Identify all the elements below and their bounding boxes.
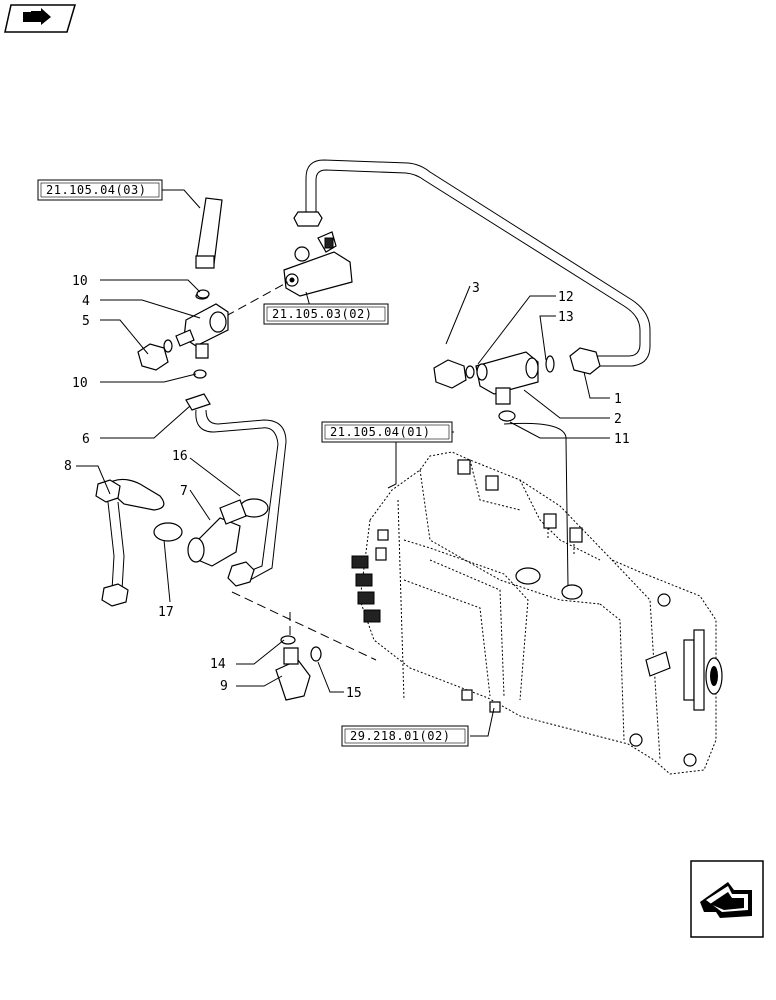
ref-box-a[interactable]: 21.105.04(03)	[37, 179, 163, 201]
ref-label-b: 21.105.03(02)	[272, 307, 372, 321]
callout-15: 15	[346, 686, 362, 701]
tee-fitting-2	[475, 351, 539, 405]
ref-label-a: 21.105.04(03)	[46, 183, 146, 197]
pipe-1	[293, 159, 651, 367]
cap-3	[433, 359, 467, 389]
callout-11: 11	[614, 432, 630, 447]
ref-label-d: 29.218.01(02)	[350, 729, 450, 743]
callout-4: 4	[82, 294, 90, 309]
book-arrow-icon[interactable]	[3, 3, 77, 35]
callout-3: 3	[472, 281, 480, 296]
o-ring-small	[163, 339, 173, 353]
o-ring-11	[498, 410, 516, 422]
ref-box-c[interactable]: 21.105.04(01)	[321, 421, 453, 443]
ref-box-b[interactable]: 21.105.03(02)	[263, 303, 389, 325]
callout-9: 9	[220, 679, 228, 694]
elbow-fitting-9	[275, 635, 322, 701]
nut-1	[569, 347, 601, 375]
callout-17: 17	[158, 605, 174, 620]
callout-14: 14	[210, 657, 226, 672]
ref-label-c: 21.105.04(01)	[330, 425, 430, 439]
o-ring-13	[545, 355, 555, 373]
callout-5: 5	[82, 314, 90, 329]
pipe-6	[185, 393, 287, 587]
elbow-fitting-7	[187, 499, 247, 567]
callout-8: 8	[64, 459, 72, 474]
callout-2: 2	[614, 412, 622, 427]
callout-12: 12	[558, 290, 574, 305]
callout-16: 16	[172, 449, 188, 464]
valve-assembly	[283, 231, 353, 297]
hose-upper	[195, 197, 223, 269]
callout-10-upper: 10	[72, 274, 88, 289]
callout-10-lower: 10	[72, 376, 88, 391]
callout-6: 6	[82, 432, 90, 447]
callout-7: 7	[180, 484, 188, 499]
fitting-8	[95, 478, 165, 607]
next-page-arrow-icon[interactable]	[690, 860, 766, 940]
control-valve-block	[351, 451, 723, 775]
callout-13: 13	[558, 310, 574, 325]
tee-fitting-4	[175, 292, 229, 359]
clamp-ring-17	[153, 522, 183, 542]
callout-1: 1	[614, 392, 622, 407]
o-ring-12	[465, 365, 475, 379]
ref-box-d[interactable]: 29.218.01(02)	[341, 725, 469, 747]
